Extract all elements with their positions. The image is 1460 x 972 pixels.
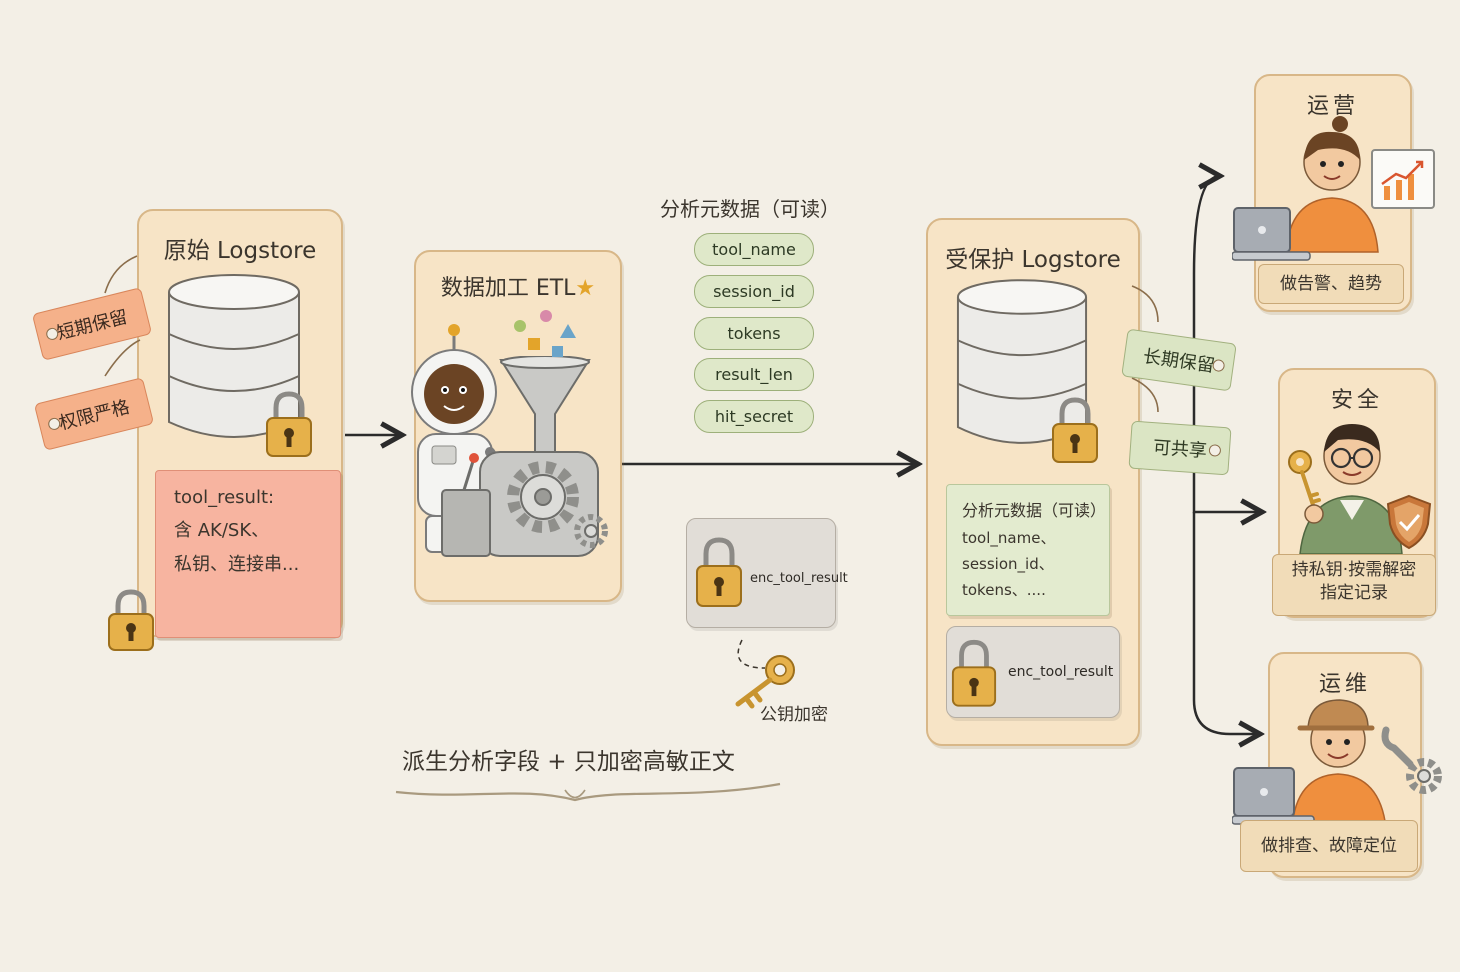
analysis-fields-heading: 分析元数据（可读）: [660, 197, 840, 221]
person-icon: [1291, 699, 1387, 829]
encrypted-result-label: enc_tool_result: [750, 571, 848, 586]
field-pill: tool_name: [694, 233, 814, 266]
role-title: 运维: [1318, 672, 1371, 697]
public-key-label: 公钥加密: [760, 705, 828, 725]
encrypted-result-label: enc_tool_result: [1008, 664, 1114, 680]
caption-underline: [395, 782, 781, 802]
caption-underline-flourish: [564, 789, 586, 799]
sensitive-note-line: 私钥、连接串...: [174, 554, 300, 575]
gear-icon: [574, 514, 608, 548]
wrench-icon: [1381, 726, 1442, 794]
sensitive-result-note: tool_result: 含 AK/SK、 私钥、连接串...: [155, 470, 341, 638]
gear-icon: [507, 461, 579, 533]
lock-icon: [266, 391, 312, 457]
lock-icon: [1052, 397, 1098, 463]
role-desc-line: 持私钥·按需解密: [1291, 560, 1417, 580]
metadata-note-line: session_id、: [962, 555, 1054, 573]
field-pill: hit_secret: [694, 400, 814, 433]
role-desc-security: 持私钥·按需解密 指定记录: [1272, 554, 1436, 616]
shield-icon: [1386, 494, 1432, 550]
flow-caption: 派生分析字段 + 只加密高敏正文: [402, 749, 735, 775]
etl-title: 数据加工 ETL★: [416, 270, 620, 302]
protected-logstore-title: 受保护 Logstore: [945, 247, 1121, 273]
lock-icon: [951, 639, 997, 707]
field-pill: result_len: [694, 358, 814, 391]
sensitive-note-line: 含 AK/SK、: [174, 520, 270, 541]
tag-string-icon: [104, 255, 141, 377]
star-icon: ★: [575, 276, 596, 301]
person-icon: [1299, 424, 1403, 555]
lock-icon: [696, 537, 742, 607]
chart-icon: [1371, 149, 1435, 209]
role-desc-line: 指定记录: [1320, 583, 1388, 603]
key-dashed-link: [737, 639, 766, 669]
role-desc-line: 做告警、趋势: [1280, 274, 1382, 294]
person-icon: [1285, 116, 1379, 253]
role-desc-maintenance: 做排查、故障定位: [1240, 820, 1418, 872]
role-title: 安全: [1330, 388, 1383, 413]
etl-title-text: 数据加工 ETL: [440, 276, 576, 301]
metadata-note: 分析元数据（可读） tool_name、 session_id、 tokens、…: [946, 484, 1110, 616]
lock-icon: [108, 589, 154, 651]
shareable-tag: 可共享: [1128, 420, 1232, 476]
metadata-note-line: tokens、....: [962, 581, 1046, 599]
source-logstore-title: 原始 Logstore: [163, 238, 317, 264]
field-pill: session_id: [694, 275, 814, 308]
role-title: 运营: [1306, 94, 1359, 119]
sensitive-note-line: tool_result:: [174, 487, 275, 508]
laptop-icon: [1232, 767, 1315, 825]
metadata-note-line: tool_name、: [962, 529, 1056, 547]
branch-trunk: [1192, 176, 1220, 440]
database-icon: [956, 279, 1088, 444]
tag-string-icon: [1131, 285, 1159, 413]
branch-to-ops: [1192, 512, 1260, 734]
key-icon: [735, 655, 795, 709]
shapes-icon: [514, 310, 576, 357]
field-pill: tokens: [694, 317, 814, 350]
key-icon: [1288, 450, 1324, 524]
laptop-icon: [1232, 207, 1311, 261]
role-desc-operations: 做告警、趋势: [1258, 264, 1404, 304]
metadata-note-line: 分析元数据（可读）: [962, 501, 1107, 520]
role-desc-line: 做排查、故障定位: [1261, 836, 1397, 856]
